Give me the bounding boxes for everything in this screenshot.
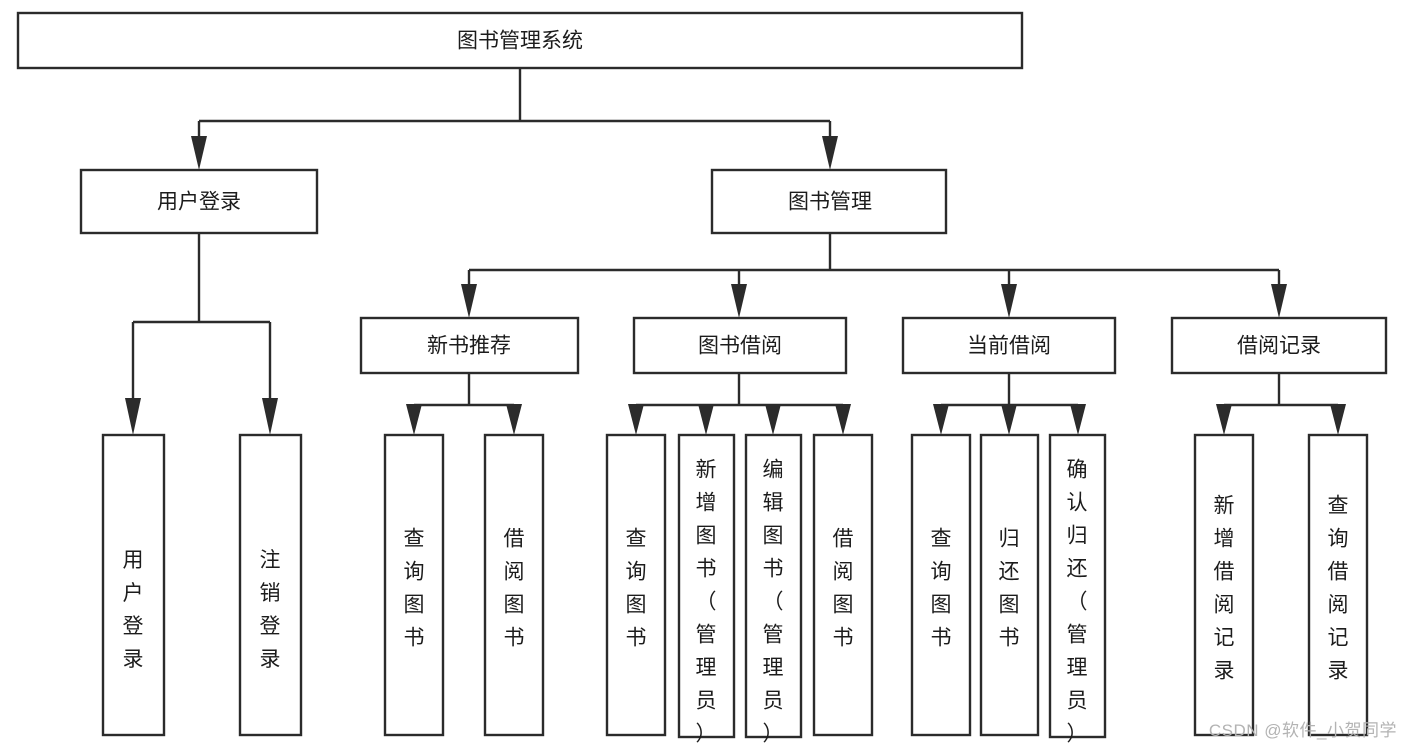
arrow-icon-leaf-borrow-book-b [835, 404, 851, 435]
leaf-query-book-b-label: 查询图书 [626, 527, 647, 649]
arrow-icon-to-book-borrow [731, 284, 747, 318]
arrow-icon-to-user-login [191, 136, 207, 170]
leaf-add-book-admin-label: 新增图书（管理员） [696, 459, 717, 746]
node-book-borrow[interactable]: 图书借阅 [632, 316, 848, 375]
leaf-query-book-c[interactable]: 查询图书 [910, 433, 972, 737]
leaf-query-book-b[interactable]: 查询图书 [605, 433, 667, 737]
leaf-borrow-book-a[interactable]: 借阅图书 [483, 433, 545, 737]
leaf-borrow-book-a-box[interactable] [483, 433, 545, 737]
arrow-icon-leaf-add-record [1216, 404, 1232, 435]
leaf-add-record-label: 新增借阅记录 [1214, 494, 1235, 682]
leaf-logout-box[interactable] [238, 433, 303, 737]
arrow-icon-to-current-borrow [1001, 284, 1017, 318]
node-current-borrow-label: 当前借阅 [967, 335, 1051, 358]
arrow-icon-leaf-query-book-a [406, 404, 422, 435]
node-borrow-record-box[interactable] [1170, 316, 1388, 375]
arrow-icon-leaf-query-book-c [933, 404, 949, 435]
arrow-icon-leaf-query-record [1330, 404, 1346, 435]
node-new-book-rec-label: 新书推荐 [427, 335, 511, 358]
leaf-add-book-admin-box[interactable] [677, 433, 736, 739]
node-root-box[interactable] [16, 11, 1024, 70]
leaf-logout-label: 注销登录 [260, 549, 281, 671]
arrow-icon-leaf-logout [262, 398, 278, 435]
node-new-book-rec-box[interactable] [359, 316, 580, 375]
node-root-label: 图书管理系统 [457, 30, 583, 53]
leaf-user-login-label: 用户登录 [123, 549, 144, 671]
node-book-manage-box[interactable] [710, 168, 948, 235]
node-user-login-label: 用户登录 [157, 191, 241, 214]
leaf-return-book-box[interactable] [979, 433, 1040, 737]
arrow-icon-to-book-manage [822, 136, 838, 170]
leaf-query-book-a-label: 查询图书 [404, 527, 425, 649]
leaf-user-login[interactable]: 用户登录 [101, 433, 166, 737]
arrow-icon-leaf-edit-book-admin [765, 404, 781, 435]
node-book-manage-label: 图书管理 [788, 191, 872, 214]
leaf-edit-book-admin-label: 编辑图书（管理员） [763, 459, 784, 746]
leaf-return-book[interactable]: 归还图书 [979, 433, 1040, 737]
node-borrow-record-label: 借阅记录 [1237, 335, 1321, 358]
node-user-login[interactable]: 用户登录 [79, 168, 319, 235]
csdn-watermark: CSDN @软件_小贺同学 [1208, 721, 1397, 740]
node-new-book-rec[interactable]: 新书推荐 [359, 316, 580, 375]
leaf-confirm-return-admin[interactable]: 确认归还（管理员） [1048, 433, 1107, 746]
arrow-icon-leaf-user-login [125, 398, 141, 435]
leaf-query-record-label: 查询借阅记录 [1328, 494, 1349, 682]
leaf-edit-book-admin[interactable]: 编辑图书（管理员） [744, 433, 803, 746]
leaf-query-book-c-box[interactable] [910, 433, 972, 737]
leaf-return-book-label: 归还图书 [999, 527, 1020, 649]
connector-layer [125, 68, 1346, 435]
arrow-icon-leaf-add-book-admin [698, 404, 714, 435]
arrow-icon-to-new-book-rec [461, 284, 477, 318]
leaf-logout[interactable]: 注销登录 [238, 433, 303, 737]
node-user-login-box[interactable] [79, 168, 319, 235]
node-current-borrow-box[interactable] [901, 316, 1117, 375]
leaf-confirm-return-admin-label: 确认归还（管理员） [1067, 459, 1088, 746]
leaf-edit-book-admin-box[interactable] [744, 433, 803, 739]
node-root[interactable]: 图书管理系统 [16, 11, 1024, 70]
arrow-icon-leaf-borrow-book-a [506, 404, 522, 435]
leaf-confirm-return-admin-box[interactable] [1048, 433, 1107, 739]
node-current-borrow[interactable]: 当前借阅 [901, 316, 1117, 375]
leaf-borrow-book-b[interactable]: 借阅图书 [812, 433, 874, 737]
leaf-add-record-box[interactable] [1193, 433, 1255, 737]
leaf-user-login-box[interactable] [101, 433, 166, 737]
leaf-borrow-book-b-label: 借阅图书 [833, 527, 854, 649]
leaf-query-record-box[interactable] [1307, 433, 1369, 737]
arrow-icon-to-borrow-record [1271, 284, 1287, 318]
leaf-query-book-b-box[interactable] [605, 433, 667, 737]
node-book-borrow-label: 图书借阅 [698, 335, 782, 358]
node-book-borrow-box[interactable] [632, 316, 848, 375]
leaf-query-book-a-box[interactable] [383, 433, 445, 737]
leaf-borrow-book-a-label: 借阅图书 [504, 527, 525, 649]
leaf-query-record[interactable]: 查询借阅记录 [1307, 433, 1369, 737]
node-borrow-record[interactable]: 借阅记录 [1170, 316, 1388, 375]
node-book-manage[interactable]: 图书管理 [710, 168, 948, 235]
arrow-icon-leaf-query-book-b [628, 404, 644, 435]
leaf-borrow-book-b-box[interactable] [812, 433, 874, 737]
arrow-icon-leaf-return-book [1001, 404, 1017, 435]
arrow-icon-leaf-confirm-return [1070, 404, 1086, 435]
leaf-add-record[interactable]: 新增借阅记录 [1193, 433, 1255, 737]
leaf-query-book-a[interactable]: 查询图书 [383, 433, 445, 737]
leaf-query-book-c-label: 查询图书 [931, 527, 952, 649]
leaf-add-book-admin[interactable]: 新增图书（管理员） [677, 433, 736, 746]
